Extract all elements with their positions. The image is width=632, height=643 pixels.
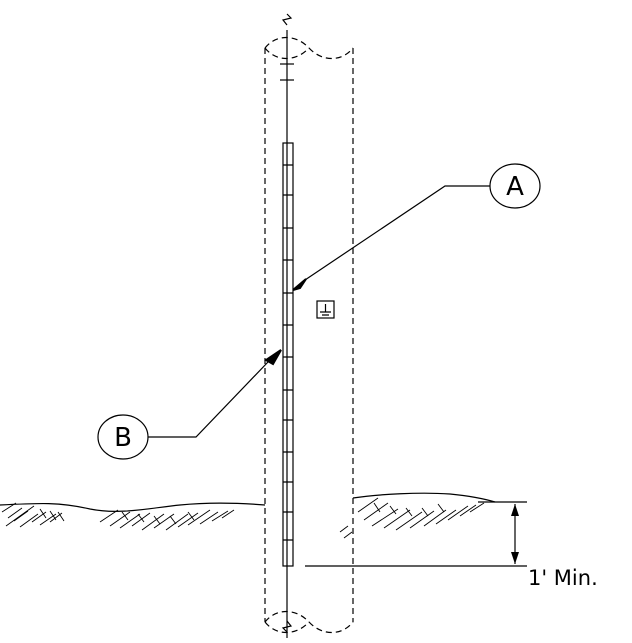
callout-b-label: B [114,423,132,453]
ground-symbol-icon [316,300,335,319]
ground-surface-left [0,502,266,531]
pole-outline [264,36,354,634]
ground-plate [282,142,294,567]
callout-a: A [292,163,541,291]
depth-dimension: 1' Min. [305,501,598,590]
ground-surface-right [339,492,496,539]
callout-a-label: A [506,172,524,202]
callout-b: B [97,349,282,460]
arrowhead-icon [292,278,307,291]
center-line [280,13,294,638]
dimension-label: 1' Min. [528,566,598,590]
ground-plate-ticks [283,164,293,541]
arrowhead-icon [264,349,282,366]
